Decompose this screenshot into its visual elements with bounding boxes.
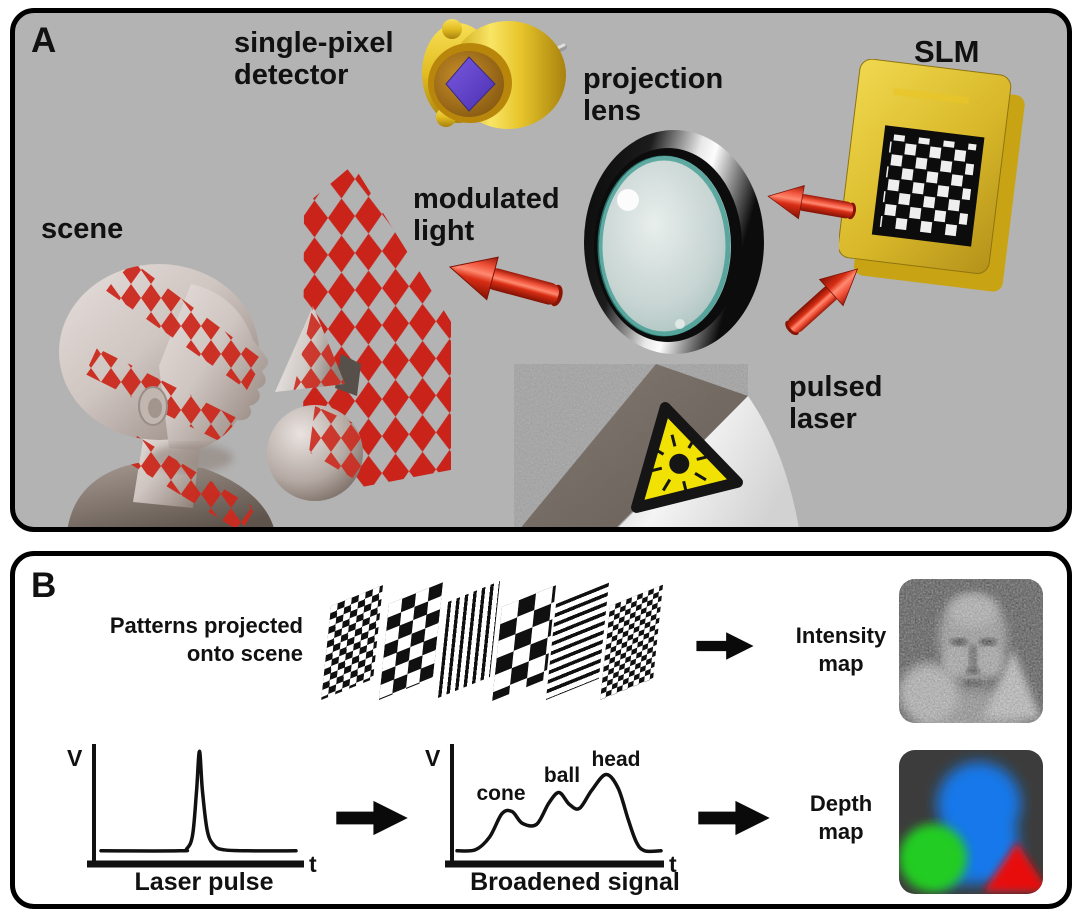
graph-caption: Broadened signal (470, 868, 680, 896)
scene-label: scene (41, 213, 124, 245)
photodiode-die (445, 56, 496, 112)
projection-lens-label: projection lens (583, 63, 724, 128)
panel-a-letter: A (31, 21, 57, 60)
y-axis-label: V (425, 745, 441, 771)
pulsed-laser-illustration (521, 364, 799, 527)
scene-illustration (59, 264, 363, 527)
x-axis-label: t (669, 851, 677, 877)
depth-map-image (899, 750, 1043, 894)
detector-label: single-pixel detector (234, 27, 394, 92)
projection-lens-illustration (584, 130, 764, 354)
pattern-5-horizontal-stripes (545, 582, 609, 700)
cone (275, 306, 361, 396)
depth-cone-blob (983, 842, 1043, 892)
laser-pulse-curve (99, 749, 298, 853)
pattern-3-vertical-stripes (437, 580, 500, 698)
peak-label-head: head (591, 748, 640, 771)
broadened-signal-curve (455, 772, 663, 854)
arrow-slm-to-lens (767, 184, 857, 220)
panel-b: B Patterns projected onto scene Intensit… (10, 551, 1072, 909)
peak-label-ball: ball (544, 764, 580, 787)
peak-label-cone: cone (476, 782, 525, 805)
arrow-modulated-to-scene (448, 256, 563, 307)
arrow-patterns-to-intensity (696, 632, 754, 660)
pattern-2-coarse-checker (378, 582, 443, 700)
single-pixel-detector-illustration (422, 19, 567, 129)
graph-caption: Laser pulse (135, 868, 274, 896)
slm-illustration (839, 59, 1025, 292)
panel-b-letter: B (31, 566, 57, 605)
pulsed-laser-label: pulsed laser (789, 371, 883, 436)
broadened-signal-graph: V t cone ball head Broadened signal (425, 744, 680, 896)
modulated-light-pattern (303, 157, 451, 495)
depth-ball-blob (899, 824, 967, 892)
intensity-map-image (899, 579, 1043, 723)
modulated-light-label: modulated light (413, 183, 560, 248)
panel-a: A (10, 8, 1072, 532)
arrow-pulse-to-broadened (336, 800, 408, 836)
intensity-map-caption: Intensity map (795, 623, 887, 676)
depth-map-caption: Depth map (809, 791, 873, 844)
pattern-1-fine-checker (321, 584, 383, 700)
projected-pattern-on-head (85, 264, 265, 527)
patterns-caption: Patterns projected onto scene (109, 613, 303, 666)
arrow-laser-to-slm (785, 268, 859, 336)
y-axis-label: V (67, 745, 83, 771)
ball (267, 405, 363, 501)
slm-label: SLM (914, 34, 980, 69)
x-axis-label: t (309, 851, 317, 877)
pattern-4-large-checker (492, 585, 556, 701)
laser-pulse-graph: V t Laser pulse (67, 744, 317, 896)
arrow-signal-to-depth (698, 800, 770, 836)
laser-warning-icon (631, 402, 743, 513)
pattern-6-fine-checker (600, 584, 663, 700)
lens-highlight (617, 189, 639, 211)
mannequin-head (59, 264, 274, 527)
